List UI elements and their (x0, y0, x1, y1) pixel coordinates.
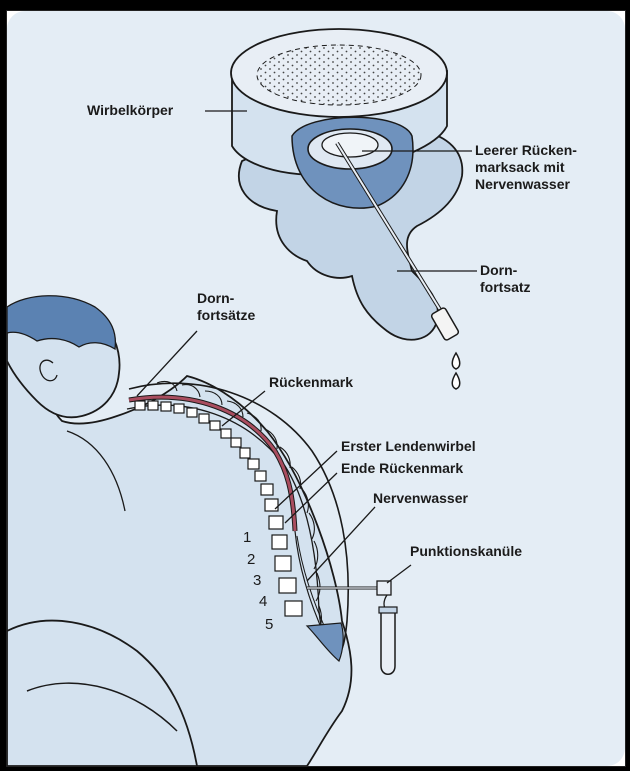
label-rueckenmarksack-line3: Nervenwasser (475, 176, 571, 192)
vertebra-number-1: 1 (243, 529, 251, 546)
label-dornfortsatz-line2: fortsatz (480, 279, 531, 295)
vertebra-number-5: 5 (265, 616, 273, 633)
vertebra-number-3: 3 (253, 572, 261, 589)
label-dornfortsaetze-line2: fortsätze (197, 307, 256, 323)
label-rueckenmarksack-line2: marksack mit (475, 159, 565, 175)
label-punktionskanuele: Punktionskanüle (410, 543, 522, 559)
vertebra-number-2: 2 (247, 551, 255, 568)
vertebra-number-4: 4 (259, 593, 267, 610)
label-rueckenmarksack-line1: Leerer Rücken- (475, 142, 577, 158)
lumbar-puncture-diagram: Wirbelkörper Leerer Rücken- marksack mit… (7, 11, 625, 766)
label-wirbelkoerper: Wirbelkörper (87, 102, 174, 118)
label-dornfortsaetze-line1: Dorn- (197, 290, 235, 306)
label-dornfortsatz-line1: Dorn- (480, 262, 518, 278)
label-rueckenmark: Rückenmark (269, 374, 353, 390)
illustration-frame: Wirbelkörper Leerer Rücken- marksack mit… (6, 10, 626, 767)
label-nervenwasser: Nervenwasser (373, 490, 469, 506)
label-erster-lendenwirbel: Erster Lendenwirbel (341, 438, 476, 454)
test-tube-icon (381, 611, 395, 674)
label-ende-rueckenmark: Ende Rückenmark (341, 460, 463, 476)
